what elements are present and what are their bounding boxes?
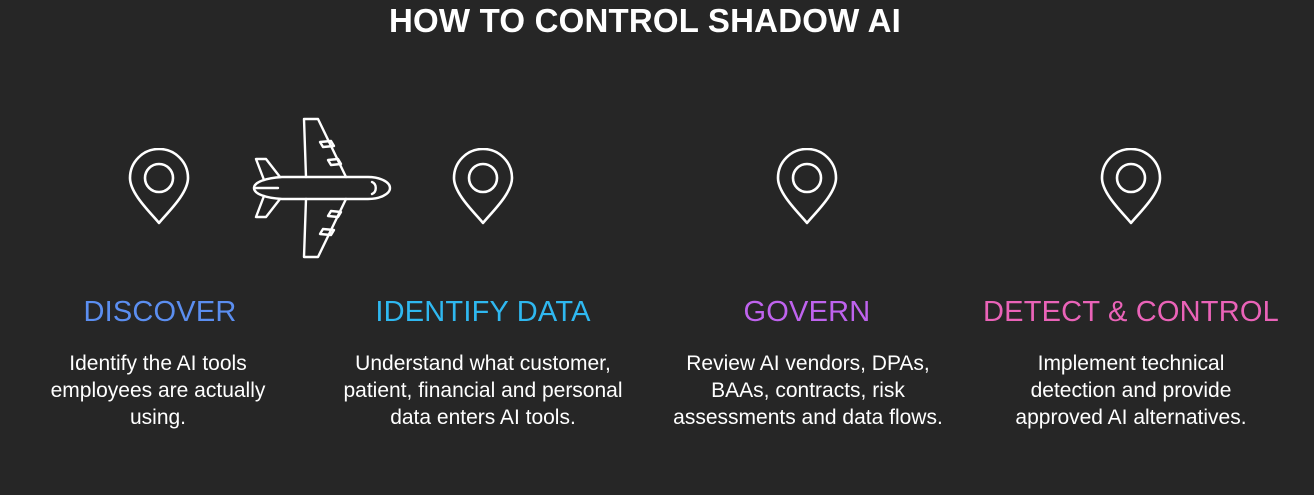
location-pin-icon — [128, 148, 190, 225]
step-description-govern: Review AI vendors, DPAs, BAAs, contracts… — [673, 352, 943, 429]
location-pin-icon — [1100, 148, 1162, 225]
step-description-identify-data: Understand what customer, patient, finan… — [343, 352, 623, 429]
location-pin-icon — [776, 148, 838, 225]
step-description-discover: Identify the AI tools employees are actu… — [50, 352, 266, 429]
step-title-govern: GOVERN — [743, 296, 871, 328]
page-title: HOW TO CONTROL SHADOW AI — [389, 2, 901, 39]
step-title-identify-data: IDENTIFY DATA — [375, 296, 591, 328]
airplane-icon — [252, 117, 392, 259]
location-pin-icon — [452, 148, 514, 225]
step-title-discover: DISCOVER — [83, 296, 237, 328]
step-description-detect-control: Implement technical detection and provid… — [1015, 352, 1247, 429]
step-title-detect-control: DETECT & CONTROL — [983, 296, 1279, 328]
